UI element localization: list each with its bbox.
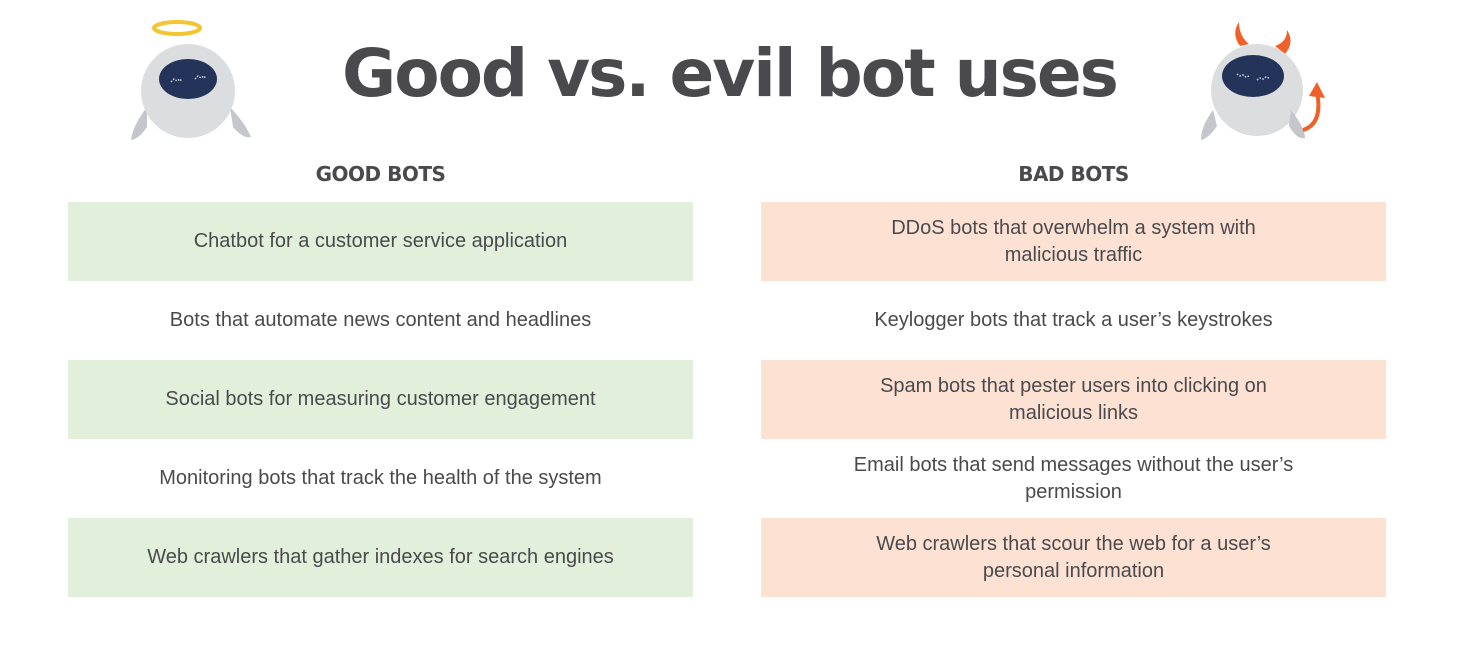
good-bot-item-text: Chatbot for a customer service applicati… (193, 230, 568, 252)
bad-bot-item: Keylogger bots that track a user’s keyst… (761, 281, 1386, 360)
good-bot-item: Monitoring bots that track the health of… (68, 439, 693, 518)
good-bots-list: Chatbot for a customer service applicati… (68, 202, 693, 597)
bad-bot-item: Email bots that send messages without th… (761, 439, 1386, 518)
good-bot-item: Social bots for measuring customer engag… (68, 360, 693, 439)
good-bot-item: Web crawlers that gather indexes for sea… (68, 518, 693, 597)
bad-bot-item-line2: malicious links (1009, 401, 1138, 424)
bad-bot-item-line2: malicious traffic (1004, 243, 1143, 266)
good-bot-item-text: Social bots for measuring customer engag… (165, 388, 596, 410)
halo-icon (152, 20, 202, 36)
good-bot-item-text: Bots that automate news content and head… (169, 309, 592, 331)
bad-bot-item: DDoS bots that overwhelm a system with m… (761, 202, 1386, 281)
bad-bot-item-line1: Email bots that send messages without th… (853, 453, 1294, 476)
good-bot-item-text: Monitoring bots that track the health of… (159, 467, 602, 489)
page-title: Good vs. evil bot uses (342, 35, 1119, 112)
bad-bot-item-line2: permission (1025, 480, 1122, 503)
bad-bot-item-line1: DDoS bots that overwhelm a system with (891, 216, 1256, 239)
good-bot-item-text: Web crawlers that gather indexes for sea… (147, 546, 614, 568)
bad-bots-heading: BAD BOTS (1018, 162, 1129, 186)
good-bot-item: Chatbot for a customer service applicati… (68, 202, 693, 281)
angel-robot-icon (131, 20, 251, 140)
bad-bot-item: Web crawlers that scour the web for a us… (761, 518, 1386, 597)
horn-left-icon (1235, 22, 1249, 46)
horn-right-icon (1275, 30, 1291, 54)
bad-bots-list: DDoS bots that overwhelm a system with m… (761, 202, 1386, 597)
good-bot-item: Bots that automate news content and head… (68, 281, 693, 360)
good-bots-heading: GOOD BOTS (315, 162, 446, 186)
bad-bot-item-line2: personal information (982, 559, 1165, 582)
bad-bot-item-line1: Spam bots that pester users into clickin… (880, 374, 1267, 397)
bad-bot-item-line1: Keylogger bots that track a user’s keyst… (874, 309, 1273, 331)
devil-robot-icon (1201, 22, 1325, 140)
bad-bot-item-line1: Web crawlers that scour the web for a us… (876, 532, 1271, 555)
bad-bot-item: Spam bots that pester users into clickin… (761, 360, 1386, 439)
